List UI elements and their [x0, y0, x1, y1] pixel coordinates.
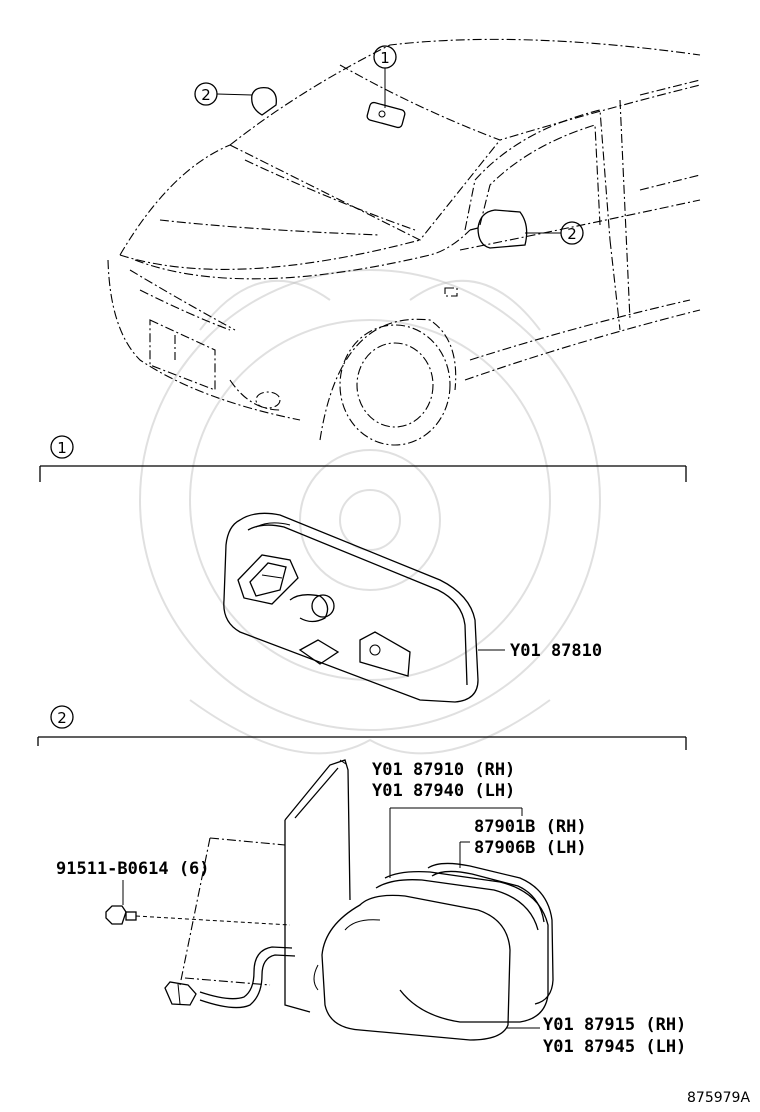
inner-mirror-part-number: Y01 87810	[510, 641, 602, 661]
outer-door-mirror	[105, 759, 554, 1041]
callout-1-label: 1	[380, 49, 390, 67]
callout-2-right-label: 2	[567, 225, 577, 243]
cover-lh: Y01 87945 (LH)	[543, 1037, 686, 1057]
illustration-code: 875979A	[687, 1090, 750, 1106]
callout-1: 1	[373, 45, 397, 108]
callout-2-left: 2	[194, 82, 253, 106]
section-2: 2 Y01 87910 (RH) Y01 87940 (LH) 87901B (…	[37, 705, 687, 1057]
mirror-assy-rh: Y01 87910 (RH)	[372, 760, 515, 780]
screw	[105, 905, 291, 926]
cover-rh: Y01 87915 (RH)	[543, 1015, 686, 1035]
callout-2-left-label: 2	[201, 86, 211, 104]
section-2-marker: 2	[57, 709, 67, 727]
section-1: 1 Y01 87810	[39, 435, 687, 703]
mirror-glass-lh: 87906B (LH)	[474, 838, 587, 858]
car-illustration	[107, 38, 701, 446]
section-1-marker: 1	[57, 439, 67, 457]
watermark-emblem	[139, 269, 601, 755]
mirror-assy-lh: Y01 87940 (LH)	[372, 781, 515, 801]
callout-2-right: 2	[525, 221, 584, 245]
screw-part-number: 91511-B0614 (6)	[56, 859, 210, 879]
inner-rear-view-mirror	[223, 512, 479, 703]
mirror-glass-rh: 87901B (RH)	[474, 817, 587, 837]
